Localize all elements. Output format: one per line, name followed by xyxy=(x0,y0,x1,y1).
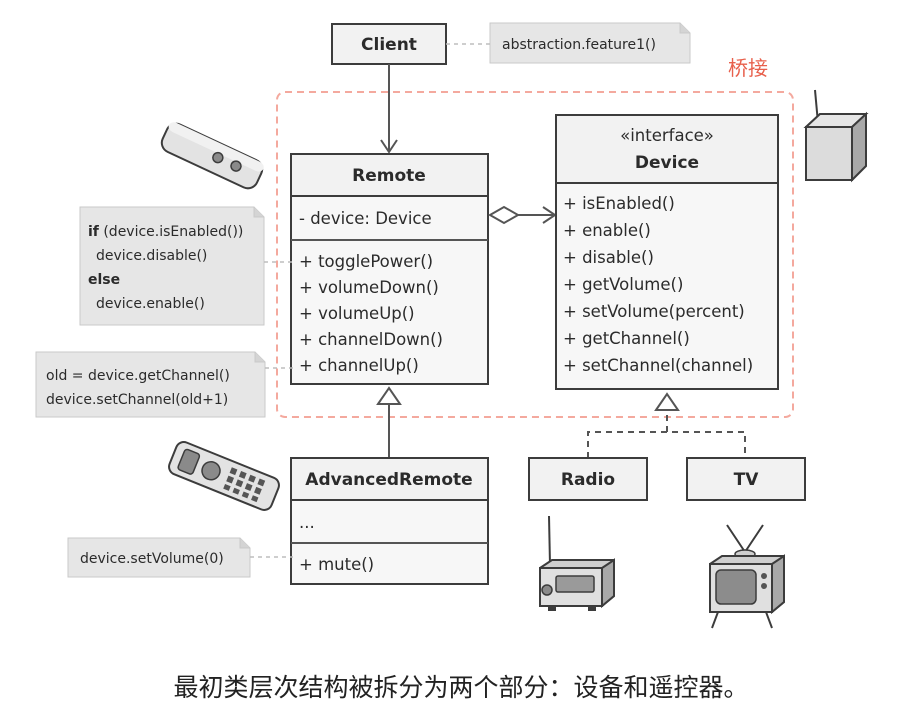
remote-class: Remote - device: Device + togglePower() … xyxy=(290,153,489,385)
client-remote-arrowhead xyxy=(380,139,398,154)
device-method: + setChannel(channel) xyxy=(563,356,753,375)
advanced-remote-title: AdvancedRemote xyxy=(305,470,472,490)
remote-method: + channelUp() xyxy=(299,356,419,375)
client-note: abstraction.feature1() xyxy=(489,22,691,64)
device-title: Device xyxy=(635,153,699,173)
device-box-icon xyxy=(803,89,869,183)
client-note-text: abstraction.feature1() xyxy=(502,37,656,53)
advanced-remote-header xyxy=(290,457,489,501)
device-interface: «interface» Device + isEnabled() + enabl… xyxy=(555,114,779,390)
device-header xyxy=(555,114,779,184)
toggle-power-note: if (device.isEnabled()) device.disable()… xyxy=(79,206,265,326)
bridge-frame xyxy=(276,91,794,418)
device-method: + getChannel() xyxy=(563,329,690,348)
tv-box xyxy=(686,457,806,501)
client-title: Client xyxy=(361,35,417,55)
radio-icon xyxy=(539,515,615,611)
remote-field: - device: Device xyxy=(299,209,432,228)
toggle-note-line: if (device.isEnabled()) xyxy=(88,224,243,240)
remote-method: + volumeUp() xyxy=(299,304,415,323)
simple-remote-icon xyxy=(160,122,264,190)
client-class: Client xyxy=(331,23,447,65)
advanced-remote-icon xyxy=(168,441,280,511)
mute-note-text: device.setVolume(0) xyxy=(80,551,224,567)
advanced-remote-method: + mute() xyxy=(299,555,374,574)
remote-device-aggregation xyxy=(487,205,557,225)
remote-method: + channelDown() xyxy=(299,330,443,349)
bridge-label: 桥接 xyxy=(728,56,768,80)
device-method: + getVolume() xyxy=(563,275,683,294)
device-method: + setVolume(percent) xyxy=(563,302,745,321)
tv-title: TV xyxy=(734,470,760,490)
device-stereotype: «interface» xyxy=(620,126,714,145)
radio-box xyxy=(528,457,648,501)
channel-note-line: old = device.getChannel() xyxy=(46,368,230,384)
radio-class: Radio xyxy=(528,457,648,501)
remote-title: Remote xyxy=(352,166,426,186)
toggle-note-line: device.disable() xyxy=(96,248,207,264)
diagram-caption: 最初类层次结构被拆分为两个部分：设备和遥控器。 xyxy=(173,673,748,702)
channel-up-note: old = device.getChannel() device.setChan… xyxy=(35,351,266,418)
remote-method: + togglePower() xyxy=(299,252,433,271)
toggle-note-line: else xyxy=(88,272,120,288)
remote-method: + volumeDown() xyxy=(299,278,439,297)
mute-note: device.setVolume(0) xyxy=(67,537,251,578)
tv-class: TV xyxy=(686,457,806,501)
advanced-remote-field: ... xyxy=(299,513,315,532)
device-realization xyxy=(587,392,746,458)
toggle-note-line: device.enable() xyxy=(96,296,205,312)
tv-icon xyxy=(709,524,785,629)
advanced-remote-inheritance xyxy=(376,386,402,457)
device-method: + isEnabled() xyxy=(563,194,675,213)
channel-note-line: device.setChannel(old+1) xyxy=(46,392,228,408)
radio-title: Radio xyxy=(561,470,615,490)
device-method: + enable() xyxy=(563,221,651,240)
device-method: + disable() xyxy=(563,248,654,267)
advanced-remote-class: AdvancedRemote ... + mute() xyxy=(290,457,489,585)
remote-header xyxy=(290,153,489,197)
